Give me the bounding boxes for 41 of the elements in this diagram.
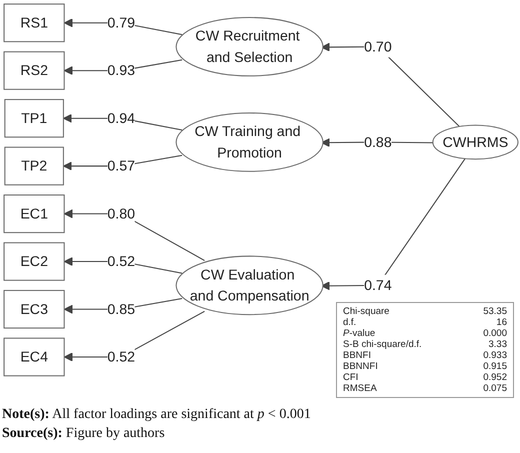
statistic-name: P-value xyxy=(343,328,376,339)
statistic-value: 53.35 xyxy=(483,306,507,317)
statistic-name: BBNFI xyxy=(343,350,371,361)
edge-label: 0.74 xyxy=(364,276,392,294)
edge-label: 0.88 xyxy=(364,134,392,150)
statistic-value: 0.000 xyxy=(483,328,507,339)
node-ellipse: CWHRMS xyxy=(432,124,518,160)
statistic-name: RMSEA xyxy=(343,383,377,394)
statistic-name: CFI xyxy=(343,372,358,383)
node-box: EC4 xyxy=(4,338,65,376)
node-box: RS1 xyxy=(4,4,65,42)
statistic-value: 0.075 xyxy=(483,383,507,394)
edge-label: 0.94 xyxy=(107,110,136,126)
node-box: EC1 xyxy=(4,194,65,234)
statistic-value: 3.33 xyxy=(488,339,507,350)
edge-label: 0.93 xyxy=(107,62,136,78)
edge-label: 0.57 xyxy=(107,157,136,174)
statistic-name: d.f. xyxy=(343,317,356,328)
edge-label: 0.79 xyxy=(107,14,136,30)
statistic-value: 0.952 xyxy=(483,372,507,383)
node-ellipse: CW Evaluation and Compensation xyxy=(176,256,324,316)
statistic-name: BBNNFI xyxy=(343,361,378,372)
node-box: TP2 xyxy=(4,146,64,186)
statistic-name: S-B chi-square/d.f. xyxy=(343,339,422,350)
node-box: EC2 xyxy=(4,242,65,281)
edge-label: 0.85 xyxy=(107,300,136,317)
edge-label: 0.52 xyxy=(107,252,136,270)
node-box: RS2 xyxy=(4,51,65,90)
edge-label: 0.70 xyxy=(364,38,392,54)
statistic-name: Chi-square xyxy=(343,306,390,317)
edge-label: 0.52 xyxy=(107,348,136,365)
node-ellipse: CW Recruitment and Selection xyxy=(176,17,324,76)
statistic-value: 16 xyxy=(496,317,507,328)
node-box: EC3 xyxy=(4,290,65,329)
edge-label: 0.80 xyxy=(107,205,136,222)
note-text: Note(s): All factor loadings are significant at p < 0.001 xyxy=(2,406,311,424)
node-box: TP1 xyxy=(4,99,64,138)
node-ellipse: CW Training and Promotion xyxy=(176,112,324,172)
source-text: Source(s): Figure by authors xyxy=(2,425,165,443)
statistic-value: 0.933 xyxy=(483,350,507,361)
statistic-value: 0.915 xyxy=(483,361,507,372)
